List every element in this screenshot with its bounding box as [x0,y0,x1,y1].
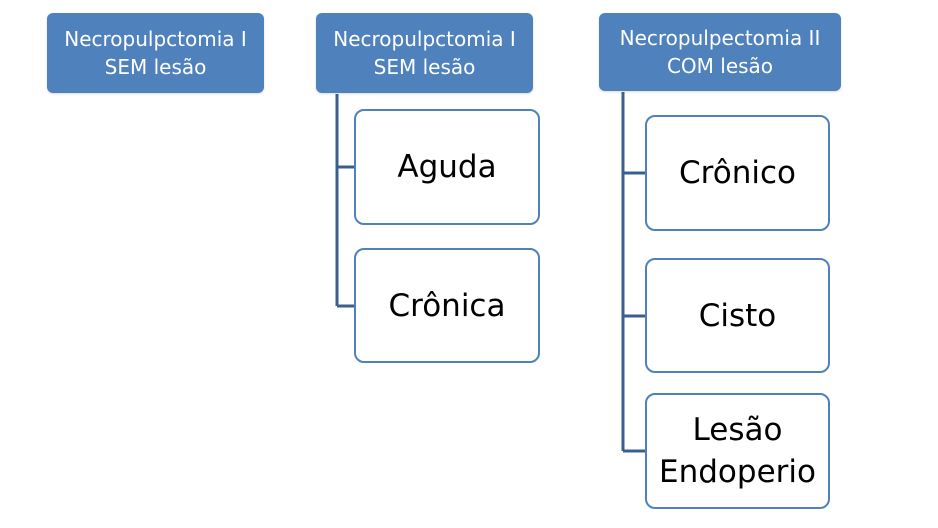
header-column-2-label: Necropulpctomia I SEM lesão [333,27,516,79]
node-cronica: Crônica [354,248,540,363]
header-column-1-label: Necropulpctomia I SEM lesão [64,27,247,79]
node-cronica-label: Crônica [388,287,506,324]
node-cisto: Cisto [645,258,830,373]
header-column-3-label: Necropulpectomia II COM lesão [619,26,821,78]
node-aguda: Aguda [354,109,540,225]
node-cisto-label: Cisto [698,297,777,334]
header-column-1: Necropulpctomia I SEM lesão [47,13,264,93]
node-cronico: Crônico [645,115,830,231]
header-column-3: Necropulpectomia II COM lesão [599,13,841,91]
node-cronico-label: Crônico [679,155,796,191]
node-aguda-label: Aguda [397,149,497,185]
node-lesao-endoperio-label: Lesão Endoperio [659,412,816,490]
header-column-2: Necropulpctomia I SEM lesão [316,13,533,93]
node-lesao-endoperio: Lesão Endoperio [645,393,830,509]
